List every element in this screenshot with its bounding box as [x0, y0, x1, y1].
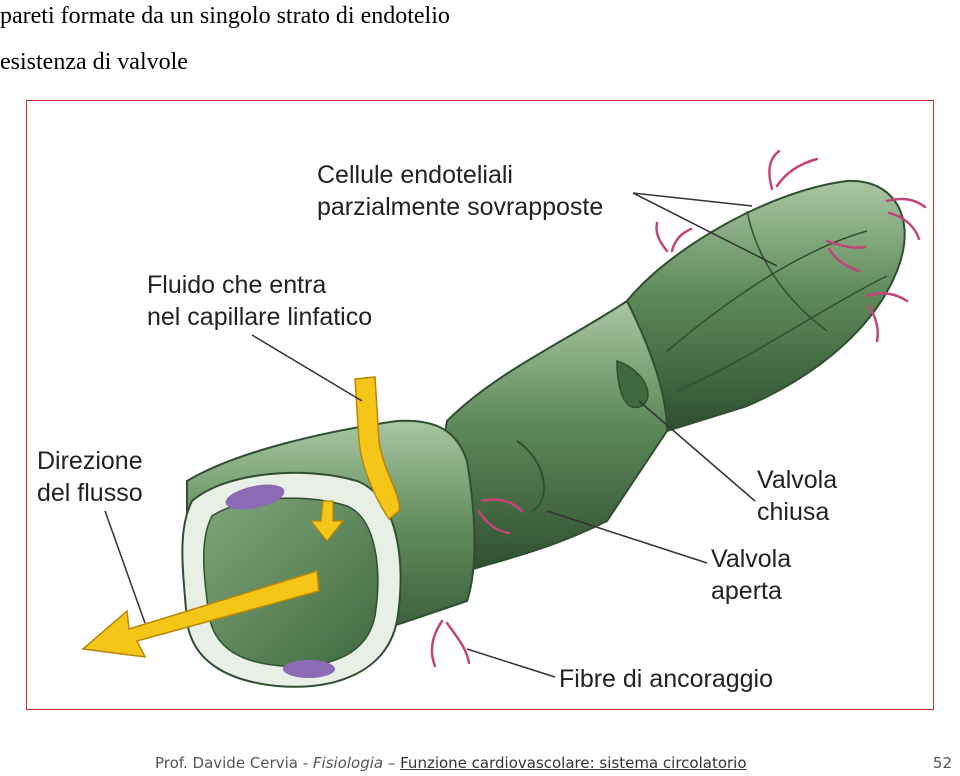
- endothelial-cell-overlap: [746, 210, 828, 332]
- vessel-far-segment: [623, 179, 906, 433]
- label-closed-valve: Valvola chiusa: [757, 464, 837, 528]
- label-line: chiusa: [757, 498, 830, 526]
- label-fluid-entering: Fluido che entra nel capillare linfatico: [147, 269, 372, 333]
- anchoring-fibers: [430, 149, 927, 668]
- slide-footer: Prof. Davide Cervia - Fisiologia – Funzi…: [155, 752, 747, 774]
- flow-direction-arrow: [81, 570, 320, 658]
- label-line: Cellule endoteliali: [317, 161, 513, 189]
- label-line: Valvola: [757, 466, 838, 494]
- bullet-walls: pareti formate da un singolo strato di e…: [0, 3, 450, 29]
- label-line: Fibre di ancoraggio: [559, 665, 774, 693]
- footer-separator: –: [383, 754, 401, 772]
- label-line: nel capillare linfatico: [147, 303, 373, 331]
- fluid-inner-arrow: [309, 500, 345, 542]
- label-anchoring-fibers: Fibre di ancoraggio: [559, 663, 773, 695]
- label-line: Direzione: [37, 447, 143, 475]
- label-endothelial-cells: Cellule endoteliali parzialmente sovrapp…: [317, 159, 603, 223]
- label-line: aperta: [711, 577, 782, 605]
- label-line: Fluido che entra: [147, 271, 327, 299]
- page-number: 52: [932, 754, 952, 772]
- lymphatic-capillary-figure: Cellule endoteliali parzialmente sovrapp…: [26, 100, 934, 710]
- label-flow-direction: Direzione del flusso: [37, 445, 143, 509]
- fluid-entry-arrow: [354, 376, 400, 521]
- label-open-valve: Valvola aperta: [711, 543, 791, 607]
- open-valve-flap: [516, 440, 545, 512]
- endothelial-cell-overlap: [666, 230, 868, 352]
- footer-topic-link[interactable]: Funzione cardiovascolare: sistema circol…: [400, 754, 747, 772]
- endothelial-cell-overlap: [676, 275, 888, 392]
- label-line: parzialmente sovrapposte: [317, 193, 604, 221]
- label-line: del flusso: [37, 479, 143, 507]
- endothelial-nucleus: [283, 660, 335, 678]
- footer-course: Fisiologia: [312, 754, 384, 772]
- bullet-valves: esistenza di valvole: [0, 49, 188, 75]
- footer-author: Prof. Davide Cervia -: [155, 754, 313, 772]
- lymphatic-capillary-illustration: [81, 149, 927, 688]
- closed-valve-flap: [616, 359, 649, 409]
- vessel-middle-segment: [442, 299, 669, 573]
- leader-lines: [104, 192, 778, 678]
- endothelial-nucleus: [225, 484, 285, 510]
- label-line: Valvola: [711, 545, 792, 573]
